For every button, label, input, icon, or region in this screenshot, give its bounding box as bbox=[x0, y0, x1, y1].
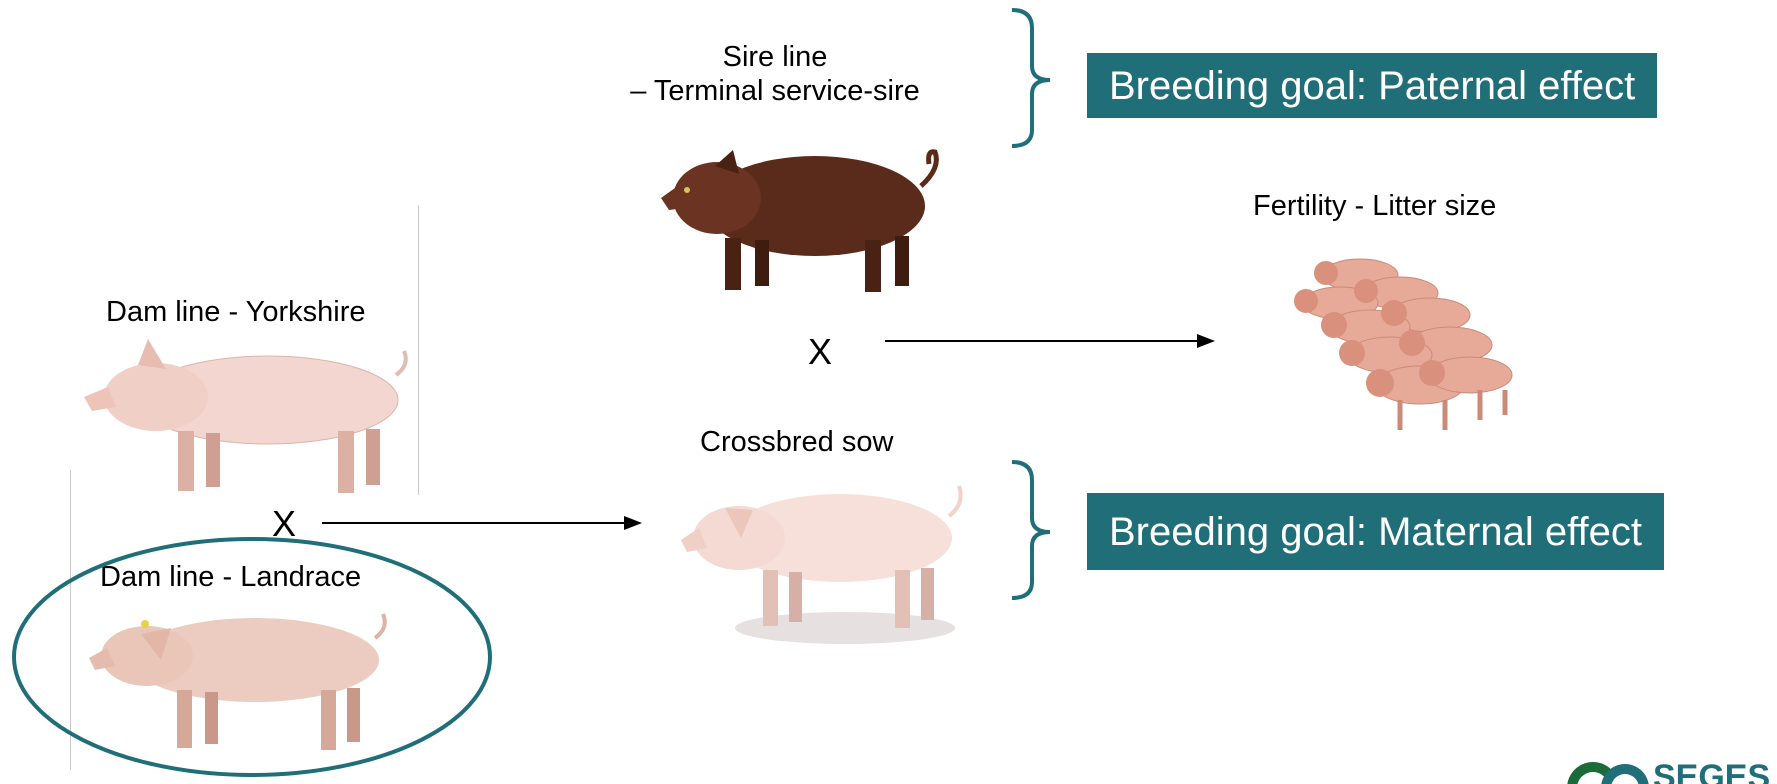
litter-image bbox=[1280, 245, 1530, 445]
maternal-goal-box: Breeding goal: Maternal effect bbox=[1087, 493, 1664, 570]
fertility-label: Fertility - Litter size bbox=[1253, 189, 1496, 223]
sire-line-title: Sire line bbox=[610, 40, 940, 74]
svg-text:SEGES: SEGES bbox=[1653, 758, 1770, 784]
paternal-goal-text: Breeding goal: Paternal effect bbox=[1109, 63, 1635, 109]
landrace-highlight-ellipse bbox=[10, 535, 495, 780]
maternal-goal-text: Breeding goal: Maternal effect bbox=[1109, 509, 1642, 555]
crossbred-sow-image bbox=[675, 468, 975, 648]
arrow-to-sow bbox=[322, 513, 642, 533]
sire-line-label: Sire line – Terminal service-sire bbox=[610, 40, 940, 108]
arrow-to-litter bbox=[885, 331, 1215, 351]
seges-logo: SEGES bbox=[1565, 748, 1777, 784]
sire-pig-image bbox=[655, 128, 955, 308]
sire-line-subtitle: – Terminal service-sire bbox=[610, 74, 940, 108]
yorkshire-pig-image bbox=[78, 335, 418, 500]
cross-symbol-top: X bbox=[808, 332, 832, 372]
crossbred-sow-label: Crossbred sow bbox=[700, 425, 893, 459]
maternal-bracket bbox=[1010, 460, 1060, 600]
dam-yorkshire-label: Dam line - Yorkshire bbox=[106, 295, 366, 329]
sire-bracket bbox=[1010, 8, 1060, 148]
paternal-goal-box: Breeding goal: Paternal effect bbox=[1087, 53, 1657, 118]
divider-line-right bbox=[418, 205, 419, 495]
